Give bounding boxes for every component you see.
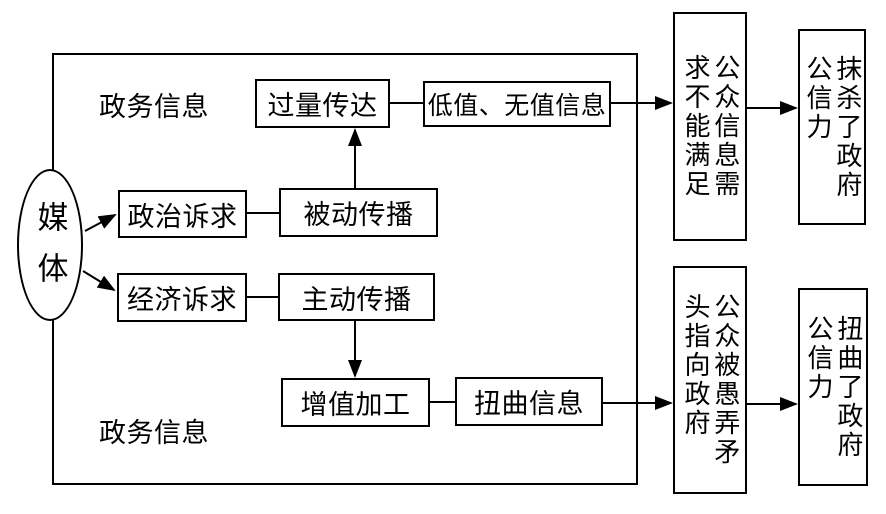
node-political-appeal: 政治诉求: [118, 190, 247, 238]
node-value-added-processing: 增值加工: [281, 378, 430, 427]
outcome-public-fooled-blame-gov: 公众被愚弄矛 头指向政府: [673, 266, 747, 494]
node-economic-appeal: 经济诉求: [117, 273, 247, 322]
outcome-credibility-distorted: 扭曲了政府 公信力: [798, 288, 868, 486]
outcome-public-fooled-blame-gov-text: 公众被愚弄矛 头指向政府: [681, 293, 740, 467]
outcome-public-needs-unmet: 公众信息需 求不能满足: [673, 12, 747, 241]
media-ellipse: 媒体: [17, 169, 83, 321]
outcome-credibility-destroyed-text: 抹杀了政府 公信力: [803, 54, 862, 200]
node-low-no-value-info: 低值、无值信息: [423, 81, 611, 127]
label-government-info-bottom: 政务信息: [99, 418, 209, 448]
label-government-info-top: 政务信息: [99, 92, 209, 122]
node-overload-delivery: 过量传达: [255, 79, 390, 128]
outcome-credibility-destroyed: 抹杀了政府 公信力: [798, 29, 866, 225]
outcome-credibility-distorted-text: 扭曲了政府 公信力: [804, 314, 863, 460]
node-passive-spread: 被动传播: [279, 188, 438, 237]
outcome-public-needs-unmet-text: 公众信息需 求不能满足: [681, 54, 740, 199]
node-distorted-info: 扭曲信息: [455, 377, 603, 426]
node-active-spread: 主动传播: [278, 273, 435, 321]
media-label: 媒体: [32, 201, 68, 303]
